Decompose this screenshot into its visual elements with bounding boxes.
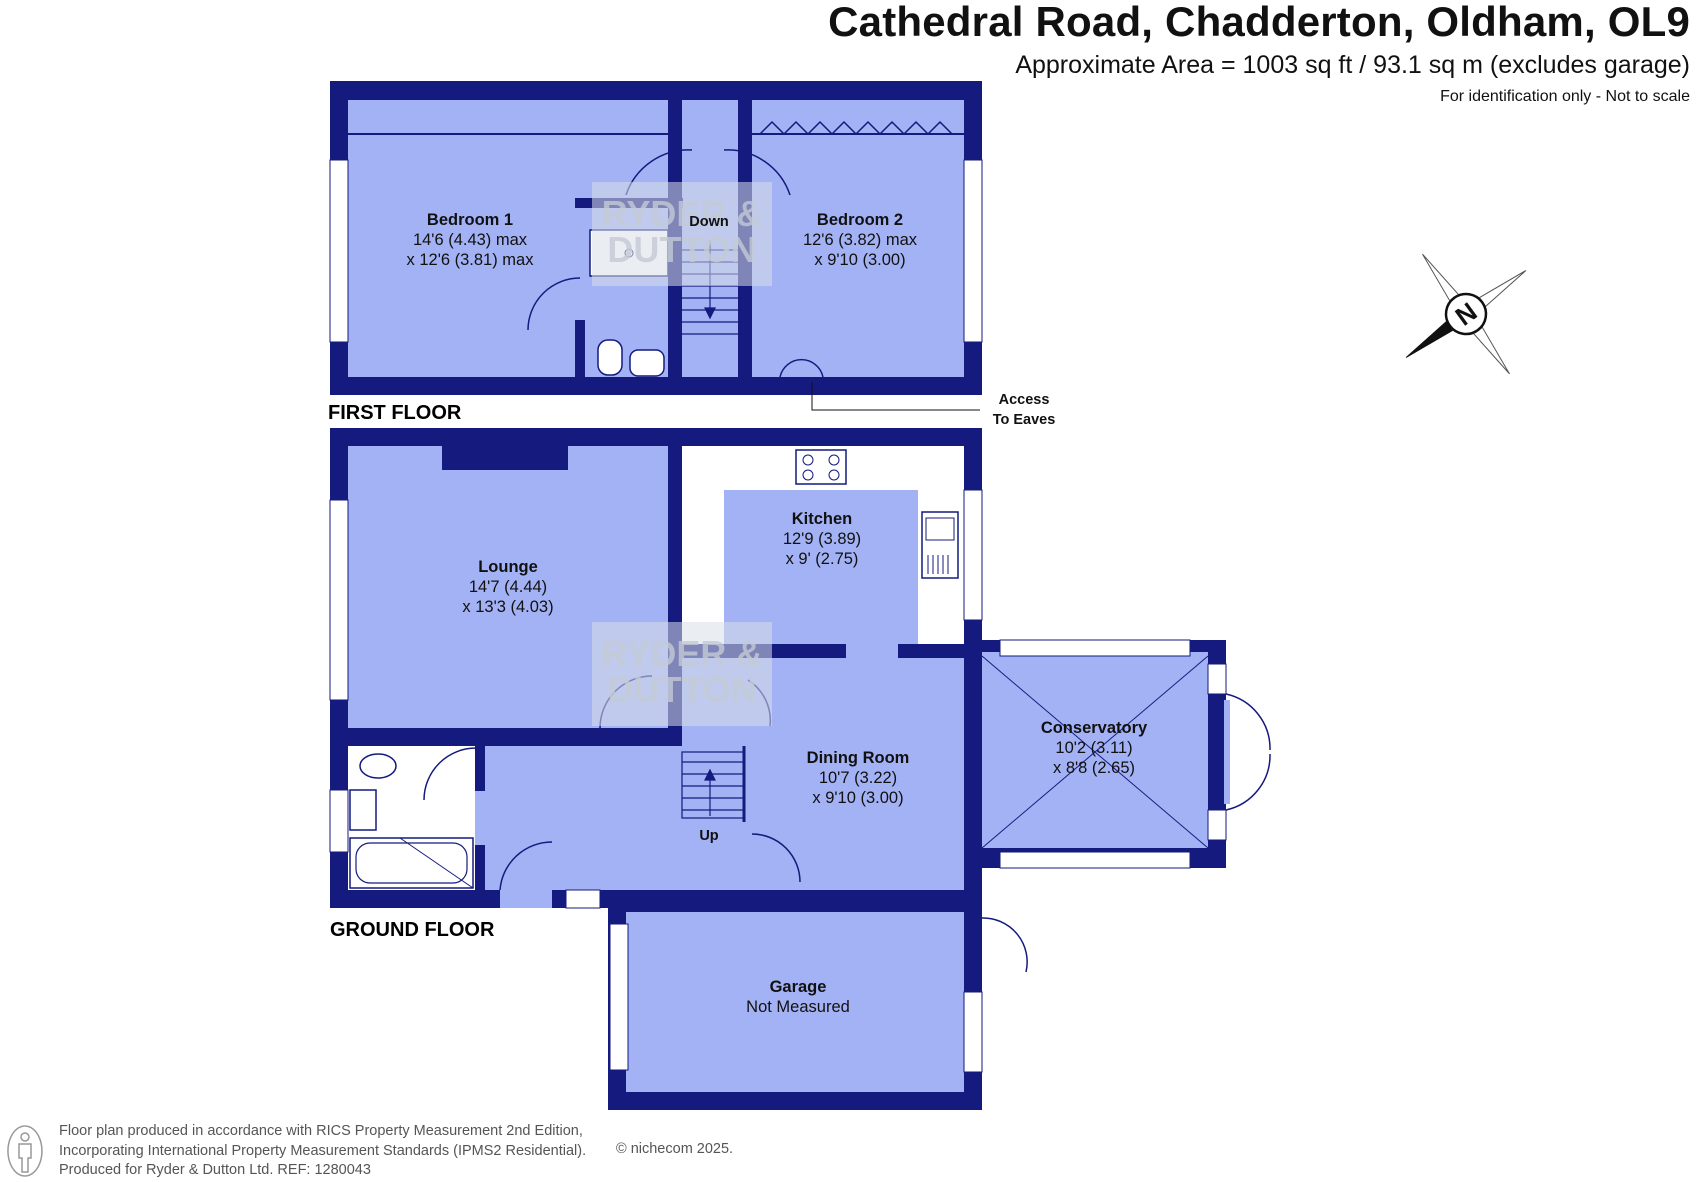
garage-door <box>609 923 629 1071</box>
front-door-arc <box>499 841 553 891</box>
conservatory-dim2: x 8'8 (2.65) <box>1053 759 1135 777</box>
conservatory-window-side-2 <box>1207 809 1227 841</box>
conservatory-window-bottom <box>999 851 1191 869</box>
ensuite-basin <box>629 349 665 377</box>
kitchen-dim1: 12'9 (3.89) <box>783 530 861 548</box>
watermark-box-2 <box>592 622 772 726</box>
bedroom-2-dim2: x 9'10 (3.00) <box>814 251 905 269</box>
ensuite-toilet <box>597 339 623 376</box>
property-title: Cathedral Road, Chadderton, Oldham, OL9 <box>828 0 1690 45</box>
ensuite-wall-left <box>575 320 585 377</box>
hall-area <box>475 746 682 890</box>
hob <box>795 449 847 485</box>
eaves-label-line1: Access <box>999 392 1050 408</box>
stairs-up-label: Up <box>699 828 718 844</box>
bathroom-wall-2 <box>475 845 485 890</box>
lounge-window <box>329 499 349 701</box>
dining-room-dim1: 10'7 (3.22) <box>819 769 897 787</box>
eaves-leader-line <box>811 382 980 411</box>
ensuite-door-arc <box>527 277 581 331</box>
first-floor <box>329 81 983 395</box>
footer-line-3: Produced for Ryder & Dutton Ltd. REF: 12… <box>59 1162 371 1178</box>
conservatory-window-top <box>999 639 1191 657</box>
garage-side-door-arc <box>981 917 1028 973</box>
conservatory-label: Conservatory <box>1041 719 1148 737</box>
lounge-hall-wall-2 <box>652 728 682 746</box>
bedroom-2-area <box>752 100 964 377</box>
bedroom-2-label: Bedroom 2 <box>817 211 903 229</box>
bathroom-door-arc <box>423 747 477 801</box>
bedroom-1-dim2: x 12'6 (3.81) max <box>407 251 535 269</box>
lounge-dim2: x 13'3 (4.03) <box>462 598 553 616</box>
person-info-icon <box>7 1125 43 1177</box>
bathroom-window <box>329 789 349 853</box>
kitchen-dining-wall-right <box>898 644 964 658</box>
kitchen-sink <box>921 511 959 579</box>
garage-area <box>626 912 964 1092</box>
conservatory-dim1: 10'2 (3.11) <box>1055 739 1132 757</box>
bathroom-wall <box>475 746 485 791</box>
footer-notes: Floor plan produced in accordance with R… <box>59 1122 586 1181</box>
bifold-doors-b2 <box>759 120 953 136</box>
lounge-dim1: 14'7 (4.44) <box>469 578 547 596</box>
dining-room-dim2: x 9'10 (3.00) <box>812 789 903 807</box>
lounge-label: Lounge <box>478 558 538 576</box>
first-floor-label: FIRST FLOOR <box>328 402 462 424</box>
watermark-2-line2: DUTTON <box>607 669 756 710</box>
footer-line-1: Floor plan produced in accordance with R… <box>59 1123 583 1139</box>
garage-dim1: Not Measured <box>746 998 850 1016</box>
ground-floor-label: GROUND FLOOR <box>330 919 495 941</box>
ground-floor-stairs <box>681 746 746 822</box>
stairs-down-label: Down <box>689 214 728 230</box>
front-door-opening <box>500 890 552 908</box>
bedroom-2-dim1: 12'6 (3.82) max <box>803 231 918 249</box>
garage-label: Garage <box>770 978 827 996</box>
french-door-arc-1 <box>1225 693 1271 751</box>
scale-note: For identification only - Not to scale <box>1440 88 1690 105</box>
compass-icon <box>1405 253 1527 375</box>
bedroom-1-label: Bedroom 1 <box>427 211 513 229</box>
kitchen-area <box>724 490 918 648</box>
kitchen-dining-opening <box>846 644 898 660</box>
watermark-1-line2: DUTTON <box>607 229 756 270</box>
conservatory-window-side-1 <box>1207 663 1227 695</box>
bedroom-1-window <box>329 159 349 343</box>
dining-room-label: Dining Room <box>807 749 910 767</box>
watermark-box-1 <box>592 182 772 286</box>
eaves-label-line2: To Eaves <box>993 412 1056 428</box>
footer-line-2: Incorporating International Property Mea… <box>59 1142 587 1159</box>
bedroom-2-door-arc <box>723 149 791 196</box>
french-door-arc-2 <box>1225 753 1271 811</box>
kitchen-dim2: x 9' (2.75) <box>786 550 859 568</box>
kitchen-label: Kitchen <box>792 510 853 528</box>
kitchen-window <box>963 489 983 621</box>
garage-window <box>963 991 983 1073</box>
bedroom-1-dim1: 14'6 (4.43) max <box>413 231 528 249</box>
conservatory-area <box>982 652 1208 848</box>
watermark-1-line1: RYDER & <box>602 193 763 234</box>
copyright-notice: © nichecom 2025. <box>616 1141 734 1157</box>
bathroom-basin <box>349 789 377 831</box>
roof-line-2 <box>981 655 1209 849</box>
eaves-hatch-arc <box>779 358 824 378</box>
lounge-hall-wall <box>348 728 598 746</box>
bedroom-2-window <box>963 159 983 343</box>
under-stairs-door-arc <box>751 833 801 883</box>
bathroom-toilet <box>359 753 397 779</box>
porch-window <box>565 889 601 909</box>
watermark-2-line1: RYDER & <box>602 633 763 674</box>
approximate-area: Approximate Area = 1003 sq ft / 93.1 sq … <box>1015 51 1690 79</box>
chimney-breast <box>442 446 568 470</box>
